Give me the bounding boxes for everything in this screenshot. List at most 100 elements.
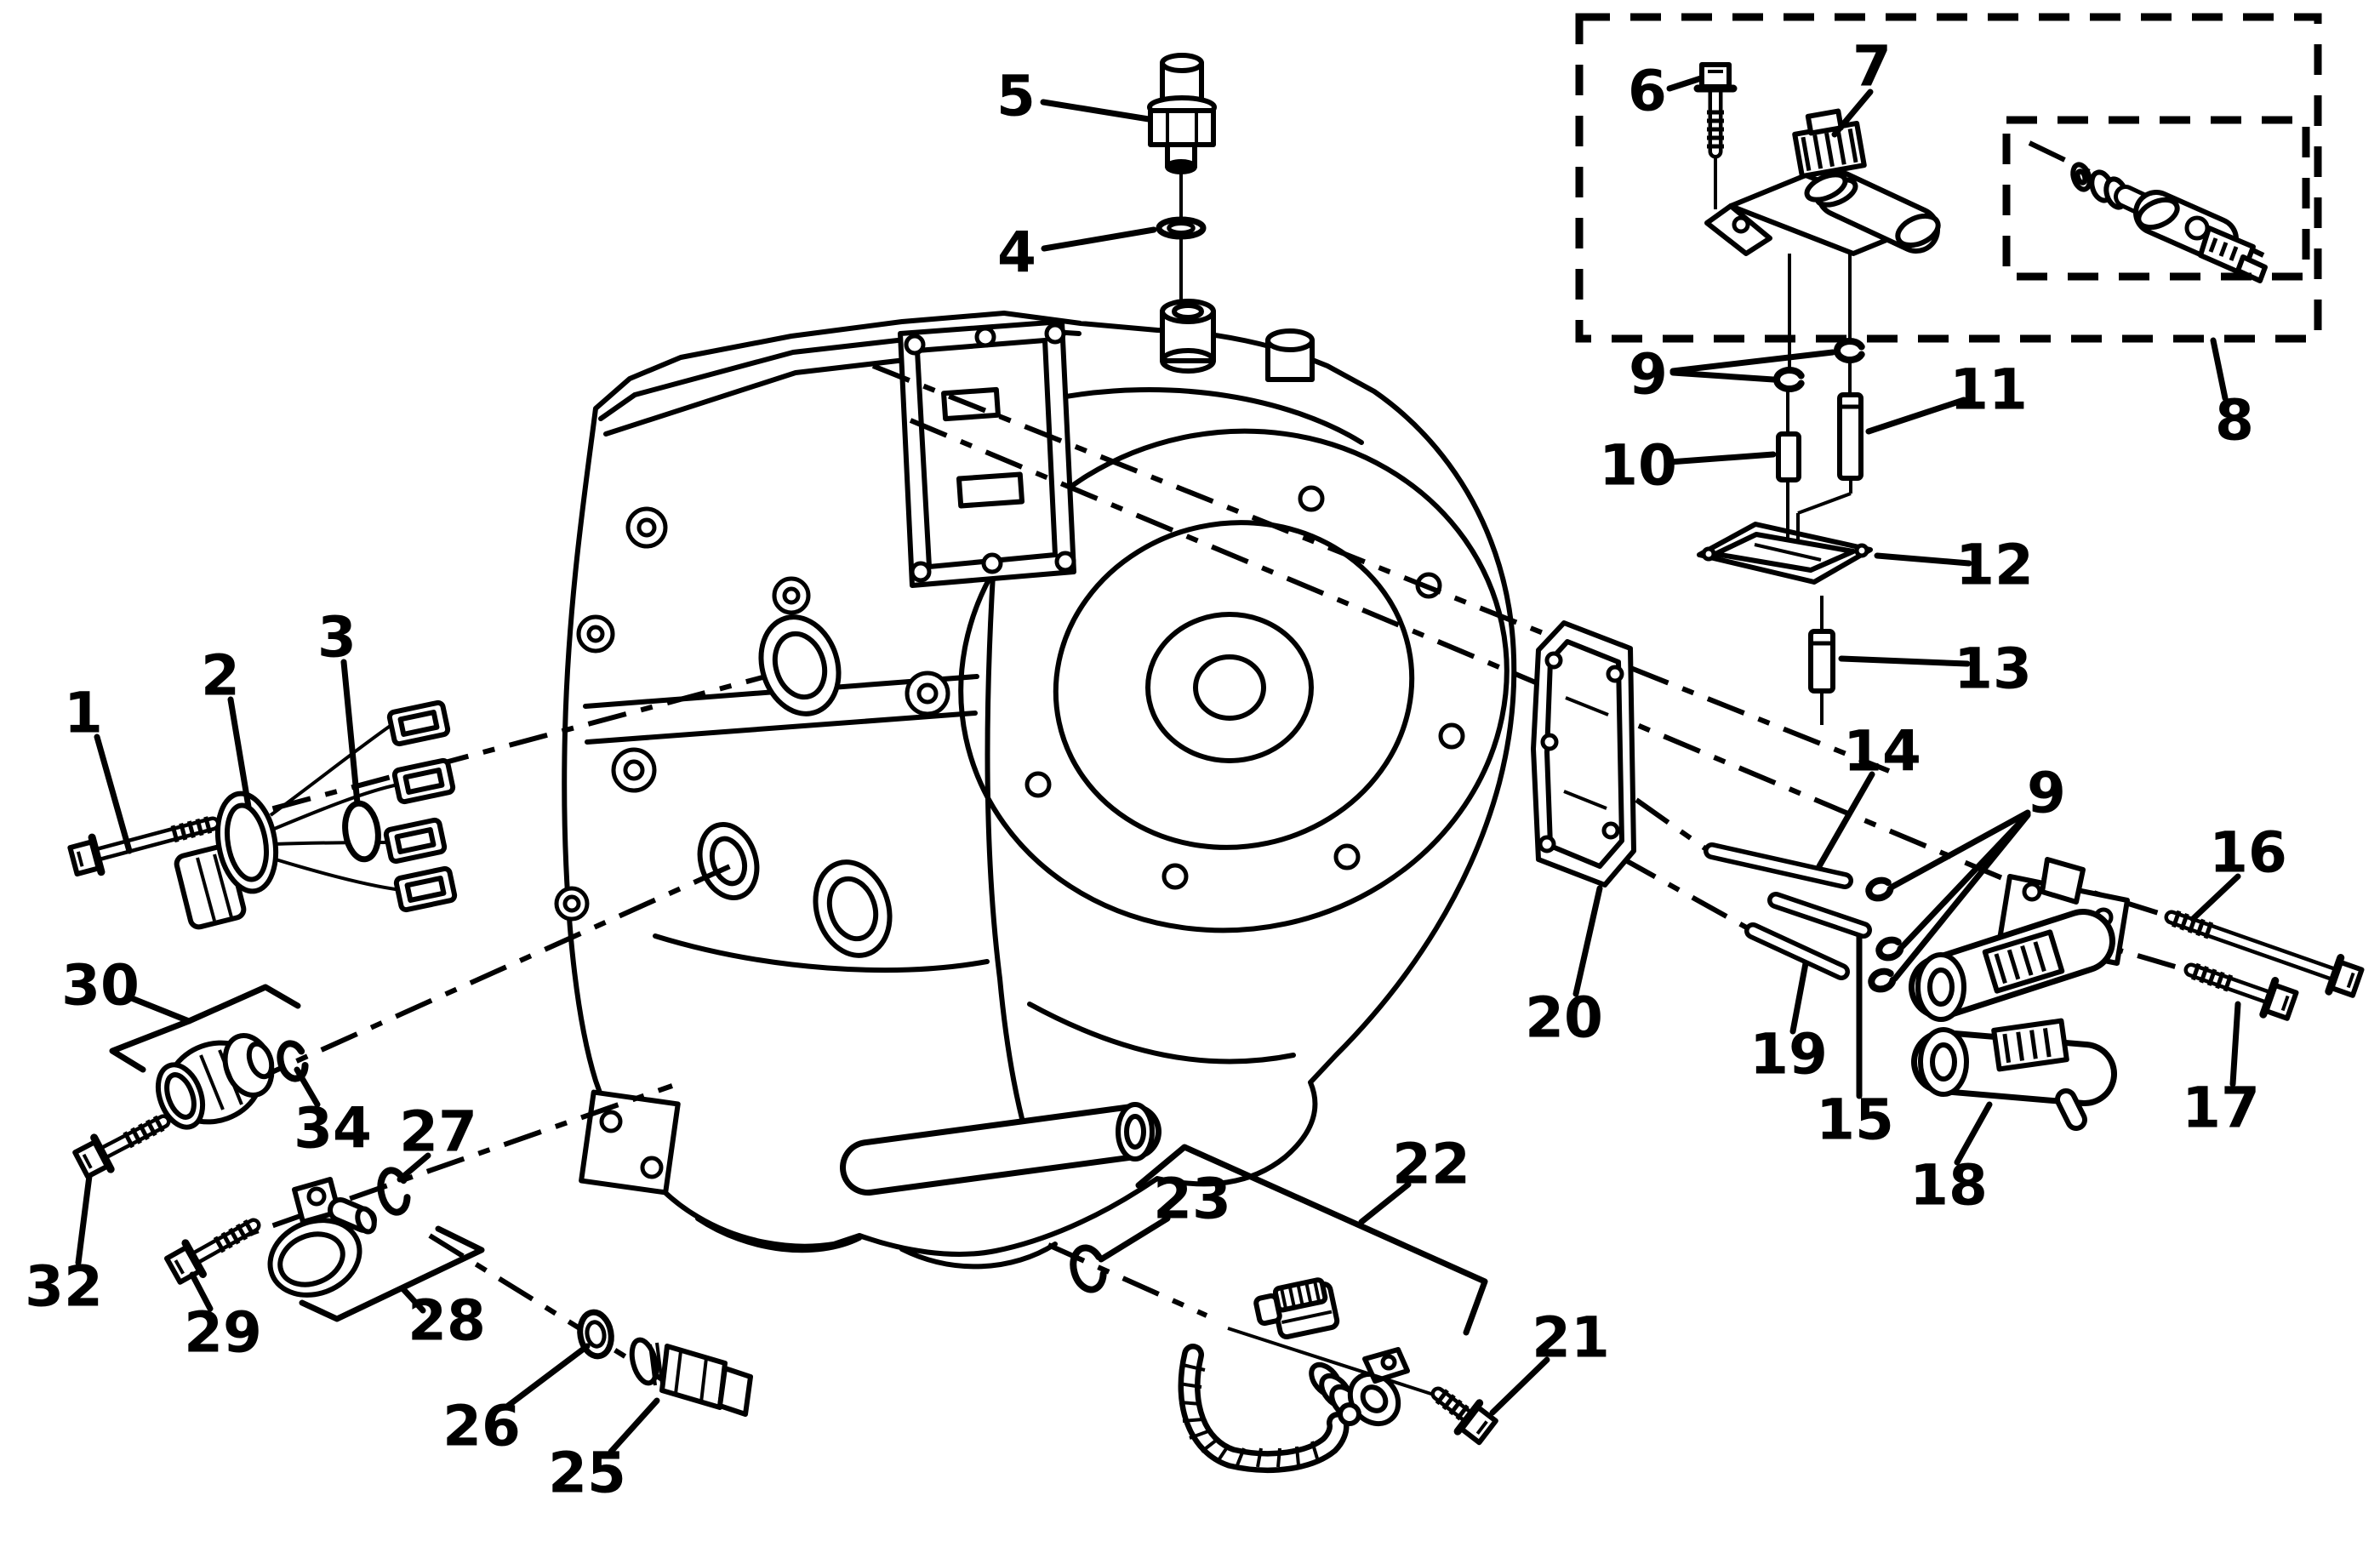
callout-11-leader-1 bbox=[1865, 397, 1967, 435]
callout-16: 16 bbox=[2189, 820, 2287, 922]
callout-6-leader-1 bbox=[1666, 75, 1704, 92]
bolt-17-thread bbox=[2190, 962, 2201, 981]
bolt-1-head-facet bbox=[76, 851, 84, 867]
bolt-1-thread bbox=[203, 816, 213, 834]
bolt-32-thread bbox=[130, 1127, 142, 1144]
bolt-32 bbox=[72, 1114, 171, 1179]
lower-mount-lug bbox=[579, 1089, 681, 1196]
transaxle-housing bbox=[554, 299, 1517, 1270]
bolt-1-shaft bbox=[94, 820, 216, 858]
callout-21: 21 bbox=[1489, 1305, 1610, 1416]
part-number-label: 19 bbox=[1749, 1022, 1828, 1087]
callout-34: 34 bbox=[294, 1066, 372, 1162]
seal-opening-a bbox=[758, 614, 842, 716]
callout-27-leader-1 bbox=[397, 1152, 431, 1183]
bolt-1-thread bbox=[179, 822, 188, 841]
gasket-20 bbox=[1531, 620, 1636, 888]
bolt-6-head bbox=[1699, 62, 1732, 89]
oring-9-upper-2 bbox=[1834, 338, 1865, 363]
callout-13: 13 bbox=[1838, 636, 2032, 702]
callout-20-leader-1 bbox=[1572, 885, 1603, 997]
harness-wire-1 bbox=[269, 723, 393, 817]
callout-23: 23 bbox=[1098, 1167, 1231, 1263]
sensor-25 bbox=[629, 1337, 753, 1417]
callout-17: 17 bbox=[2182, 1001, 2260, 1141]
part-number-label: 16 bbox=[2209, 820, 2287, 886]
callout-1-leader-1 bbox=[94, 733, 133, 854]
part-number-label: 15 bbox=[1816, 1087, 1894, 1153]
solenoid-18-nipple bbox=[2055, 1088, 2087, 1131]
callout-28-bracket bbox=[299, 1225, 485, 1322]
bolt-29 bbox=[163, 1218, 261, 1285]
callout-9-leader-3 bbox=[1892, 812, 2031, 982]
bolt-17 bbox=[2183, 962, 2299, 1021]
callout-9-leader-1 bbox=[1889, 809, 2031, 890]
part-number-label: 12 bbox=[1955, 533, 2034, 598]
part-number-label: 26 bbox=[442, 1394, 521, 1459]
bolt-29-head-facet bbox=[174, 1259, 185, 1275]
tube-19 bbox=[1744, 922, 1850, 980]
bolt-29-thread bbox=[220, 1231, 233, 1249]
assembly-axis-2 bbox=[909, 418, 2008, 882]
bolt-17-thread bbox=[2199, 966, 2209, 984]
part-number-label: 17 bbox=[2182, 1076, 2260, 1141]
part-number-label: 7 bbox=[1852, 34, 1892, 100]
bolt-29-thread bbox=[243, 1219, 255, 1236]
part-number-label: 9 bbox=[1629, 342, 1668, 408]
callout-12-leader-1 bbox=[1874, 552, 1972, 567]
detail-box-solenoid-group bbox=[1575, 13, 2322, 343]
sleeve-10 bbox=[1776, 431, 1801, 482]
callout-30: 30 bbox=[61, 953, 301, 1073]
callout-30-leader-1 bbox=[126, 994, 192, 1025]
wire-clip-2 bbox=[391, 757, 456, 805]
oring-9-right-1 bbox=[1865, 876, 1894, 902]
housing-rib-3 bbox=[1044, 387, 1364, 445]
housing-bottom-lump-1 bbox=[695, 1216, 862, 1253]
callout-25-leader-1 bbox=[608, 1397, 660, 1455]
callout-15: 15 bbox=[1816, 933, 1894, 1153]
harness-wire-2 bbox=[271, 783, 399, 831]
callout-29-leader-1 bbox=[189, 1271, 214, 1312]
part-number-label: 21 bbox=[1532, 1305, 1610, 1371]
callout-10-leader-1 bbox=[1666, 451, 1777, 465]
part-number-label: 34 bbox=[294, 1096, 372, 1162]
part-number-label: 6 bbox=[1628, 59, 1667, 124]
assembly-axis-3 bbox=[1635, 797, 1710, 853]
harness-wire-3 bbox=[273, 841, 392, 846]
oring-3-ring bbox=[342, 800, 381, 863]
bell-bolt-bosses bbox=[1024, 485, 1465, 890]
oring-9-right-3 bbox=[1868, 968, 1897, 993]
bolt-21-thread bbox=[1448, 1399, 1463, 1416]
bolt-1-head bbox=[67, 839, 101, 877]
bolt-21-head-facet bbox=[1475, 1420, 1488, 1436]
callout-9: 9 bbox=[1629, 342, 1836, 408]
part-number-label: 4 bbox=[997, 220, 1036, 286]
solenoid-18-upper-connector bbox=[1982, 929, 2065, 994]
harness-plug bbox=[1270, 1277, 1340, 1340]
callout-22: 22 bbox=[1135, 1132, 1488, 1336]
solenoid-7-connector bbox=[1792, 108, 1867, 180]
harness-wire-4 bbox=[275, 858, 402, 892]
bolt-1-thread bbox=[195, 818, 204, 836]
bolt-17-head bbox=[2263, 982, 2299, 1021]
part-number-label: 22 bbox=[1392, 1132, 1470, 1197]
callout-9-leader-2 bbox=[1669, 349, 1836, 374]
detail-box-solenoid-8 bbox=[2002, 116, 2310, 281]
callout-2: 2 bbox=[201, 643, 252, 810]
bolt-17-head-facet bbox=[2280, 995, 2290, 1012]
oring-9-right-2-ring bbox=[1875, 936, 1904, 962]
oring-3 bbox=[342, 800, 381, 863]
callout-26-leader-1 bbox=[505, 1343, 591, 1409]
bolt-16-thread bbox=[2179, 913, 2189, 931]
speed-sensor-harness-22 bbox=[1178, 1277, 1410, 1473]
gasket-12 bbox=[1697, 522, 1873, 585]
sensor-30 bbox=[155, 1033, 275, 1130]
callout-11: 11 bbox=[1865, 357, 2028, 435]
connector-2-flange bbox=[214, 791, 279, 894]
bolt-29-thread bbox=[228, 1227, 241, 1245]
callout-5-leader-1 bbox=[1040, 99, 1152, 123]
washer-4-inner bbox=[1167, 221, 1196, 235]
part-number-label: 9 bbox=[2027, 761, 2066, 826]
tube-14-fill bbox=[1708, 847, 1849, 885]
callout-20: 20 bbox=[1525, 885, 1603, 1051]
